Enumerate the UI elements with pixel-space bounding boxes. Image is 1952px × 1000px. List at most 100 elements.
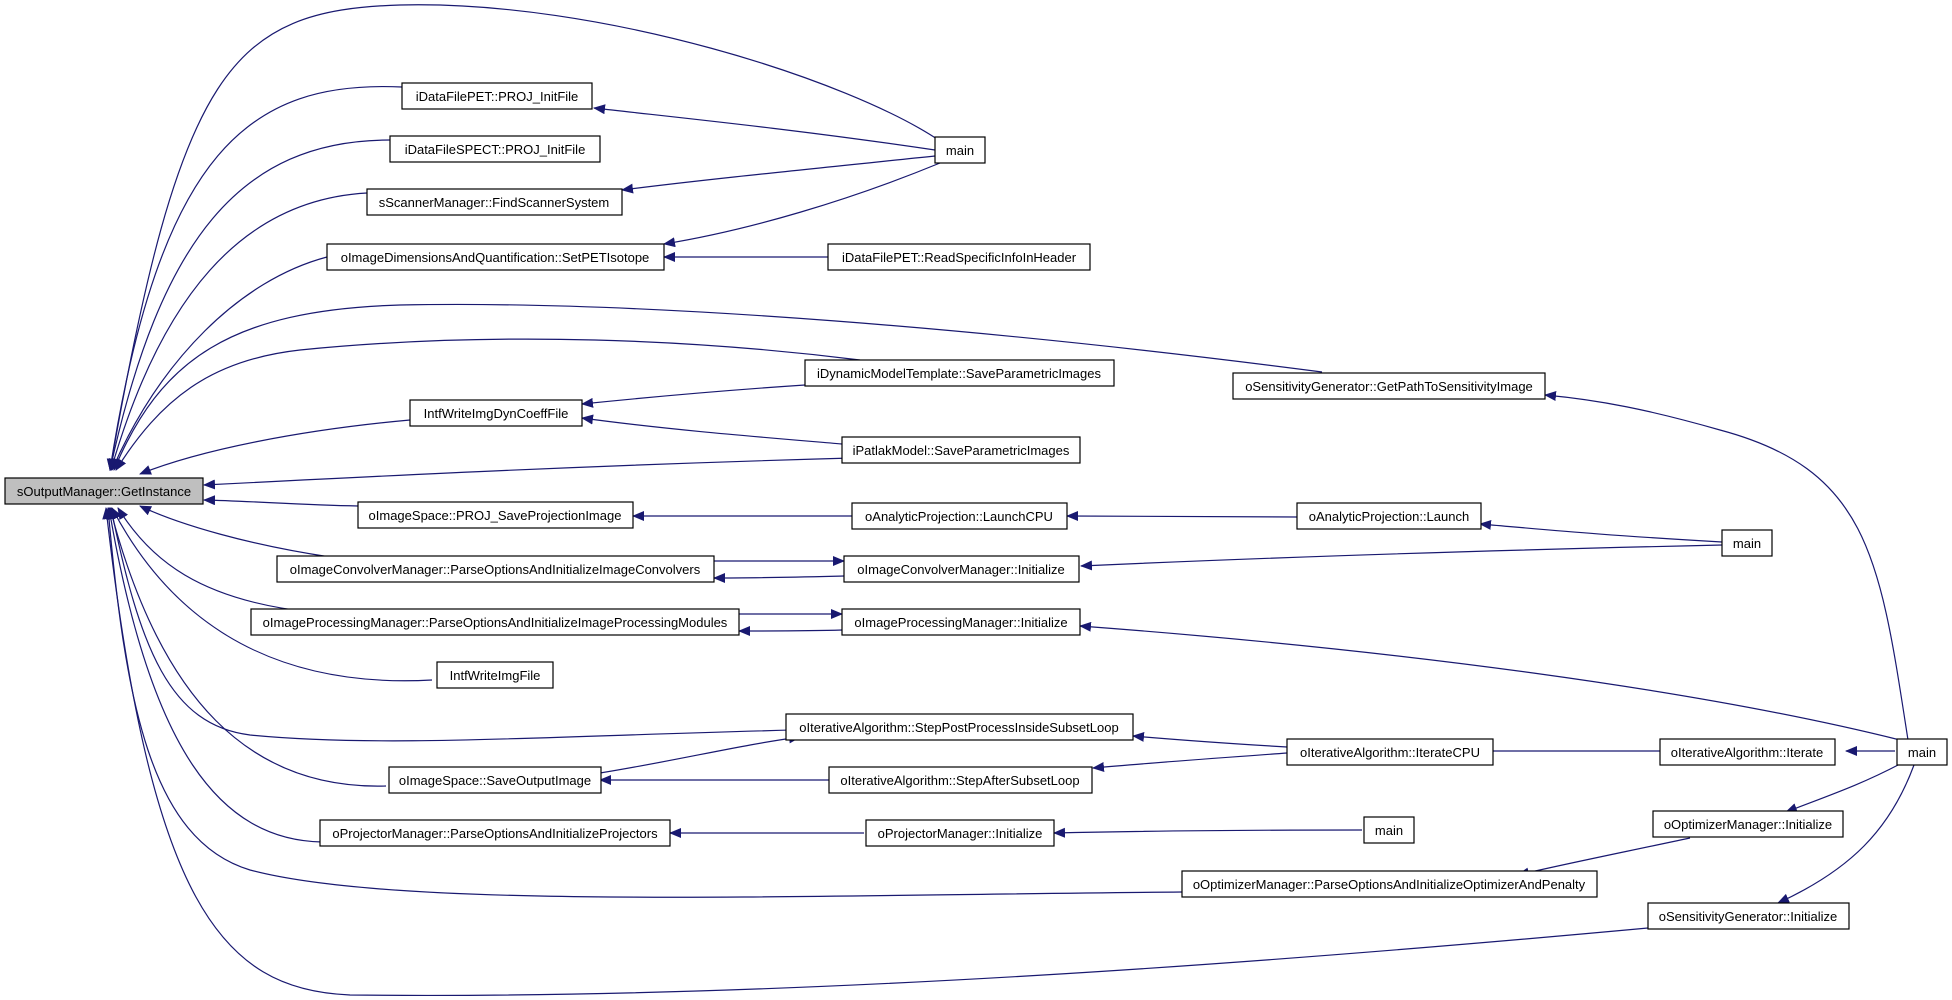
svg-text:oOptimizerManager::Initialize: oOptimizerManager::Initialize (1664, 817, 1832, 832)
svg-text:sScannerManager::FindScannerSy: sScannerManager::FindScannerSystem (379, 195, 610, 210)
node-oImageConvolverManager-Initialize[interactable]: oImageConvolverManager::Initialize (843, 555, 1080, 583)
node-iDataFileSPECT-PROJ_InitFile[interactable]: iDataFileSPECT::PROJ_InitFile (389, 135, 601, 163)
edge-convparse-root (139, 505, 331, 558)
edge-dyncoeff-root (139, 419, 411, 475)
svg-text:oProjectorManager::Initialize: oProjectorManager::Initialize (878, 826, 1043, 841)
svg-text:oImageProcessingManager::Parse: oImageProcessingManager::ParseOptionsAnd… (263, 615, 728, 630)
node-sScannerManager-FindScannerSystem[interactable]: sScannerManager::FindScannerSystem (366, 188, 623, 216)
edge-main2-launch (1479, 519, 1723, 543)
svg-text:iDynamicModelTemplate::SavePar: iDynamicModelTemplate::SaveParametricIma… (817, 366, 1101, 381)
edge-main1-scanner (621, 155, 936, 194)
svg-text:oImageDimensionsAndQuantificat: oImageDimensionsAndQuantification::SetPE… (341, 250, 650, 265)
edge-main4-optinit (1785, 763, 1901, 813)
svg-text:iDataFilePET::ReadSpecificInfo: iDataFilePET::ReadSpecificInfoInHeader (842, 250, 1077, 265)
svg-text:oProjectorManager::ParseOption: oProjectorManager::ParseOptionsAndInitia… (332, 826, 658, 841)
node-IntfWriteImgDynCoeffFile[interactable]: IntfWriteImgDynCoeffFile (409, 399, 583, 427)
node-main-projector[interactable]: main (1363, 816, 1415, 844)
node-oImageDimensionsAndQuantification-SetPETIsotope[interactable]: oImageDimensionsAndQuantification::SetPE… (326, 243, 665, 271)
edge-patlak-root (203, 457, 853, 490)
node-main-upper[interactable]: main (934, 136, 986, 164)
node-main-analytic[interactable]: main (1721, 529, 1773, 557)
edge-main1-root (106, 4, 941, 471)
svg-text:oIterativeAlgorithm::Iterate: oIterativeAlgorithm::Iterate (1671, 745, 1823, 760)
edge-sensgetpath-root (113, 303, 1323, 471)
edge-convinit-convparse (713, 572, 845, 583)
node-oProjectorManager-Initialize[interactable]: oProjectorManager::Initialize (865, 819, 1055, 847)
edge-spect-proj-root (107, 139, 391, 471)
node-oImageSpace-SaveOutputImage[interactable]: oImageSpace::SaveOutputImage (388, 766, 602, 794)
edge-dynmodel-root (115, 338, 861, 471)
edge-sensinit-root (102, 507, 1649, 997)
node-oImageProcessingManager-ParseOptionsAndInitializeImageProcessingModules[interactable]: oImageProcessingManager::ParseOptionsAnd… (250, 608, 740, 636)
svg-text:oIterativeAlgorithm::IterateCP: oIterativeAlgorithm::IterateCPU (1300, 745, 1480, 760)
svg-text:IntfWriteImgDynCoeffFile: IntfWriteImgDynCoeffFile (424, 406, 569, 421)
edge-scanner-root (109, 192, 368, 471)
edge-main4-sensgetpath (1544, 391, 1909, 741)
edge-saveout-steppost (599, 733, 801, 774)
edge-saveout-root (107, 507, 387, 787)
edge-launch-launchcpu (1066, 511, 1298, 522)
node-oIterativeAlgorithm-StepAfterSubsetLoop[interactable]: oIterativeAlgorithm::StepAfterSubsetLoop (828, 766, 1093, 794)
node-oOptimizerManager-ParseOptionsAndInitializeOptimizerAndPenalty[interactable]: oOptimizerManager::ParseOptionsAndInitia… (1181, 870, 1598, 898)
svg-text:main: main (1733, 536, 1761, 551)
node-oIterativeAlgorithm-IterateCPU[interactable]: oIterativeAlgorithm::IterateCPU (1286, 738, 1494, 766)
node-oSensitivityGenerator-GetPathToSensitivityImage[interactable]: oSensitivityGenerator::GetPathToSensitiv… (1232, 372, 1546, 400)
node-oIterativeAlgorithm-StepPostProcessInsideSubsetLoop[interactable]: oIterativeAlgorithm::StepPostProcessInsi… (785, 713, 1134, 741)
svg-text:oImageProcessingManager::Initi: oImageProcessingManager::Initialize (854, 615, 1067, 630)
svg-text:oImageSpace::PROJ_SaveProjecti: oImageSpace::PROJ_SaveProjectionImage (369, 508, 622, 523)
edge-setpet-root (111, 256, 328, 471)
svg-text:oImageConvolverManager::Initia: oImageConvolverManager::Initialize (857, 562, 1064, 577)
svg-text:sOutputManager::GetInstance: sOutputManager::GetInstance (17, 484, 191, 499)
node-sOutputManager-GetInstance[interactable]: sOutputManager::GetInstance (4, 477, 204, 505)
node-oIterativeAlgorithm-Iterate[interactable]: oIterativeAlgorithm::Iterate (1659, 738, 1836, 766)
svg-text:oIterativeAlgorithm::StepPostP: oIterativeAlgorithm::StepPostProcessInsi… (799, 720, 1118, 735)
svg-text:IntfWriteImgFile: IntfWriteImgFile (450, 668, 541, 683)
edge-main1-pet-proj (593, 104, 936, 151)
svg-text:main: main (1375, 823, 1403, 838)
edge-optinit-optparse (1517, 837, 1691, 878)
edge-projsave-root (203, 495, 359, 507)
node-oOptimizerManager-Initialize[interactable]: oOptimizerManager::Initialize (1652, 810, 1844, 838)
svg-text:oSensitivityGenerator::Initial: oSensitivityGenerator::Initialize (1659, 909, 1837, 924)
svg-text:oIterativeAlgorithm::StepAfter: oIterativeAlgorithm::StepAfterSubsetLoop (840, 773, 1079, 788)
svg-text:iDataFilePET::PROJ_InitFile: iDataFilePET::PROJ_InitFile (416, 89, 579, 104)
edge-steppost-root (108, 507, 931, 742)
svg-text:oAnalyticProjection::Launch: oAnalyticProjection::Launch (1309, 509, 1469, 524)
edge-main4-sensinit (1777, 764, 1915, 904)
edge-pet-proj-root (106, 85, 403, 471)
svg-text:oImageConvolverManager::ParseO: oImageConvolverManager::ParseOptionsAndI… (290, 562, 701, 577)
node-oSensitivityGenerator-Initialize[interactable]: oSensitivityGenerator::Initialize (1647, 902, 1850, 930)
svg-text:oImageSpace::SaveOutputImage: oImageSpace::SaveOutputImage (399, 773, 591, 788)
node-IntfWriteImgFile[interactable]: IntfWriteImgFile (436, 661, 554, 689)
node-oImageSpace-PROJ_SaveProjectionImage[interactable]: oImageSpace::PROJ_SaveProjectionImage (357, 501, 634, 529)
node-oImageProcessingManager-Initialize[interactable]: oImageProcessingManager::Initialize (841, 608, 1081, 636)
svg-text:oAnalyticProjection::LaunchCPU: oAnalyticProjection::LaunchCPU (865, 509, 1053, 524)
edge-stepafter-iteratecpu (1092, 752, 1288, 772)
node-oAnalyticProjection-Launch[interactable]: oAnalyticProjection::Launch (1296, 502, 1482, 530)
edge-main1-setpet (663, 162, 941, 248)
node-oProjectorManager-ParseOptionsAndInitializeProjectors[interactable]: oProjectorManager::ParseOptionsAndInitia… (319, 819, 671, 847)
node-iDynamicModelTemplate-SaveParametricImages[interactable]: iDynamicModelTemplate::SaveParametricIma… (804, 359, 1115, 387)
edges-layer (102, 4, 1915, 997)
edge-main3-projinit (1053, 827, 1363, 838)
edge-dynmodel-dyncoeff (581, 384, 806, 408)
node-oImageConvolverManager-ParseOptionsAndInitializeImageConvolvers[interactable]: oImageConvolverManager::ParseOptionsAndI… (276, 555, 715, 583)
edge-writeimg-root (111, 507, 433, 682)
svg-text:iPatlakModel::SaveParametricIm: iPatlakModel::SaveParametricImages (853, 443, 1070, 458)
svg-text:main: main (946, 143, 974, 158)
svg-text:iDataFileSPECT::PROJ_InitFile: iDataFileSPECT::PROJ_InitFile (405, 142, 586, 157)
edge-projparse-root (105, 507, 323, 843)
node-iDataFilePET-PROJ_InitFile[interactable]: iDataFilePET::PROJ_InitFile (401, 82, 593, 110)
node-main-iterative[interactable]: main (1896, 738, 1948, 766)
svg-text:oSensitivityGenerator::GetPath: oSensitivityGenerator::GetPathToSensitiv… (1245, 379, 1533, 394)
node-oAnalyticProjection-LaunchCPU[interactable]: oAnalyticProjection::LaunchCPU (851, 502, 1068, 530)
node-iPatlakModel-SaveParametricImages[interactable]: iPatlakModel::SaveParametricImages (841, 436, 1081, 464)
edge-main2-convinit (1080, 544, 1723, 571)
edge-main4-procinit (1079, 621, 1901, 741)
edge-procparse-root (117, 507, 311, 613)
edge-patlak-dyncoeff (581, 414, 843, 445)
node-iDataFilePET-ReadSpecificInfoInHeader[interactable]: iDataFilePET::ReadSpecificInfoInHeader (827, 243, 1091, 271)
svg-text:main: main (1908, 745, 1936, 760)
edge-steppost-iteratecpu (1132, 731, 1288, 748)
